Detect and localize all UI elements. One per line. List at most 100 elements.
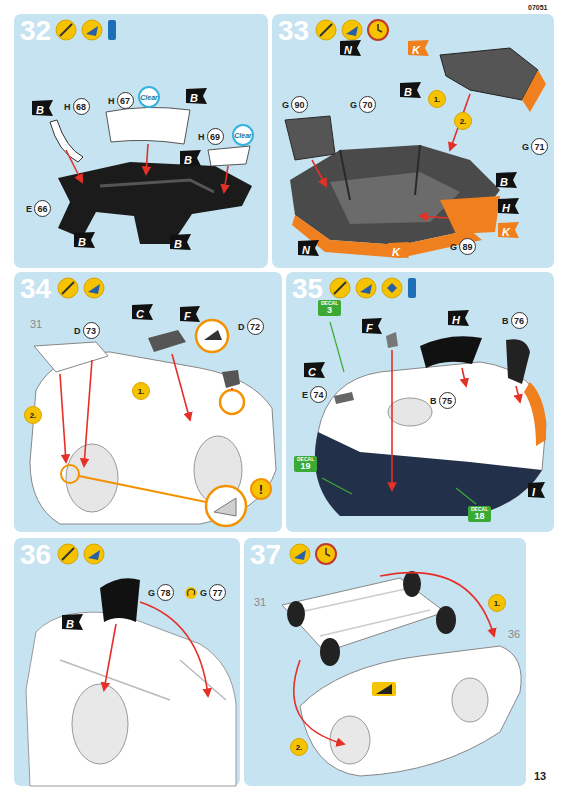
detail-circle: [196, 320, 228, 352]
assembly-reference: 31: [30, 318, 42, 330]
orange-panel: [440, 196, 500, 234]
glue-point-glyph: [376, 684, 392, 694]
part-callout: E66: [26, 200, 51, 217]
panel-part: [285, 116, 335, 160]
glue-glyph: [346, 26, 358, 36]
assembly-arrow: [462, 368, 466, 386]
clear-strip: [50, 120, 83, 162]
part-number: 69: [207, 128, 224, 145]
decal-tag: DECAL3: [318, 300, 341, 316]
step-number: 37: [250, 539, 281, 571]
drying-time-icon: [316, 544, 336, 564]
assembly-arrow: [450, 94, 470, 150]
assembly-arrow: [516, 386, 520, 402]
assembly-arrow: [420, 216, 448, 218]
flag-letter: B: [170, 236, 182, 252]
flag-letter: B: [186, 90, 198, 106]
step-number: 34: [20, 273, 51, 305]
part-number: 76: [511, 312, 528, 329]
part-number: 73: [83, 322, 100, 339]
decal-tag: DECAL18: [468, 506, 491, 522]
decal-icon: [382, 278, 402, 298]
glue-icon: [82, 20, 102, 40]
part-letter: G: [522, 141, 529, 153]
part-callout: B75: [430, 392, 456, 409]
flag-shape: [528, 482, 545, 498]
part-number: 68: [73, 98, 90, 115]
flag-letter: K: [408, 42, 420, 58]
part-number: 77: [209, 584, 226, 601]
part-callout: E74: [302, 386, 327, 403]
part-callout: G89: [450, 238, 476, 255]
color-flag: B: [400, 82, 421, 98]
decal-glyph: [387, 283, 397, 293]
order-number: 1.: [488, 594, 506, 612]
page-number: 13: [534, 770, 546, 782]
small-part: [386, 332, 398, 348]
part-letter: G: [282, 99, 289, 111]
decal-text: 18: [475, 512, 485, 521]
glue-icon: [290, 544, 310, 564]
order-number-text: 1.: [494, 599, 501, 608]
detail-part: [214, 498, 236, 516]
color-flag: H: [448, 310, 469, 326]
part-letter: D: [74, 325, 81, 337]
decal-leader: [456, 488, 476, 504]
flag-letter: K: [498, 224, 510, 240]
brush-icon: [58, 278, 78, 298]
part-callout: H67: [108, 92, 134, 109]
detail-circle: [61, 465, 79, 483]
order-number-text: 1.: [434, 95, 441, 104]
color-flag: B: [170, 234, 191, 250]
glue-glyph: [86, 26, 98, 36]
flag-letter: K: [388, 244, 400, 260]
glue-point-icon: [372, 682, 396, 696]
part-letter: G: [450, 241, 457, 253]
brush-glyph: [60, 24, 72, 36]
part-callout: G77: [200, 584, 226, 601]
glue-glyph: [88, 550, 100, 560]
body-detail: [60, 660, 226, 700]
decal-text: 3: [327, 306, 332, 315]
part-letter: H: [64, 101, 71, 113]
clock-glyph: [378, 24, 382, 32]
glue-icon: [356, 278, 376, 298]
part-callout: H69: [198, 128, 224, 145]
part-letter: G: [350, 99, 357, 111]
roof-orange: [522, 70, 546, 112]
step-number: 33: [278, 15, 309, 47]
frame-detail: [100, 180, 214, 192]
order-number-text: 2.: [460, 117, 467, 126]
part-letter: H: [198, 131, 205, 143]
flag-letter: N: [340, 42, 352, 58]
wheel: [287, 601, 305, 627]
assembly-reference: 31: [254, 596, 266, 608]
assembly-arrow: [146, 144, 148, 174]
detail-part: [204, 330, 222, 340]
part-letter: B: [502, 315, 509, 327]
brush-icon: [316, 20, 336, 40]
body-shell: [300, 646, 521, 776]
part-letter: E: [302, 389, 308, 401]
order-number: 2.: [290, 738, 308, 756]
assembly-arrow: [140, 602, 208, 696]
interior-tub: [290, 145, 500, 245]
brush-icon: [56, 20, 76, 40]
order-number: 1.: [132, 382, 150, 400]
glue-glyph: [294, 550, 306, 560]
part-callout: G90: [282, 96, 308, 113]
part-callout: H68: [64, 98, 90, 115]
brush-glyph: [62, 282, 74, 294]
assembly-arrow: [231, 388, 233, 390]
small-part: [334, 392, 354, 404]
part-number: 74: [310, 386, 327, 403]
body-shell: [26, 612, 236, 786]
flag-letter: F: [180, 308, 191, 324]
part-callout: D73: [74, 322, 100, 339]
window-opening: [388, 398, 432, 426]
windshield-frame: [58, 162, 252, 244]
vent-part: [222, 370, 240, 388]
part-number: 89: [459, 238, 476, 255]
decal-leader: [330, 322, 344, 372]
flag-letter: B: [32, 102, 44, 118]
